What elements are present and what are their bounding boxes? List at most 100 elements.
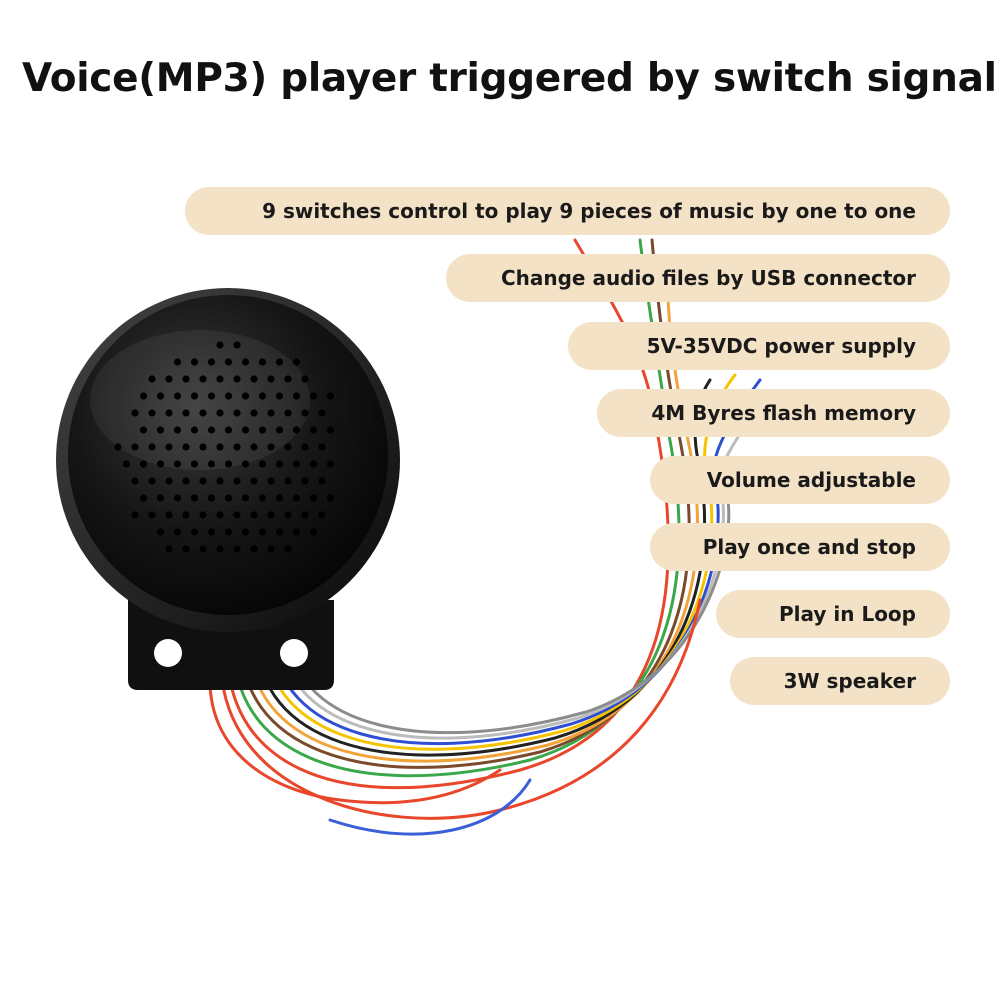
grille-hole bbox=[292, 528, 301, 536]
grille-hole bbox=[199, 477, 207, 485]
grille-hole bbox=[224, 494, 233, 502]
grille-hole bbox=[207, 460, 216, 468]
grille-hole bbox=[309, 460, 318, 468]
grille-hole bbox=[139, 426, 148, 434]
grille-hole bbox=[292, 358, 301, 366]
grille-hole bbox=[207, 358, 216, 366]
grille-hole bbox=[284, 443, 292, 451]
grille-hole bbox=[156, 460, 165, 468]
grille-hole bbox=[207, 494, 216, 502]
grille-hole bbox=[199, 409, 207, 417]
grille-hole bbox=[301, 443, 309, 451]
grille-hole bbox=[148, 375, 156, 383]
grille-hole bbox=[216, 409, 224, 417]
grille-hole bbox=[275, 494, 284, 502]
grille-hole bbox=[292, 426, 301, 434]
grille-hole bbox=[165, 375, 173, 383]
grille-hole bbox=[258, 460, 267, 468]
grille-hole bbox=[267, 511, 275, 519]
grille-hole bbox=[301, 375, 309, 383]
grille-hole bbox=[190, 392, 199, 400]
grille-hole bbox=[241, 358, 250, 366]
grille-hole bbox=[275, 528, 284, 536]
grille-hole bbox=[156, 392, 165, 400]
grille-hole bbox=[275, 392, 284, 400]
grille-hole bbox=[148, 477, 156, 485]
grille-hole bbox=[165, 511, 173, 519]
feature-pill: Play in Loop bbox=[716, 590, 950, 638]
grille-hole bbox=[156, 528, 165, 536]
grille-hole bbox=[182, 409, 190, 417]
grille-hole bbox=[326, 426, 335, 434]
grille-hole bbox=[284, 545, 292, 553]
grille-hole bbox=[233, 477, 241, 485]
grille-hole bbox=[173, 426, 182, 434]
grille-hole bbox=[258, 528, 267, 536]
grille-hole bbox=[216, 443, 224, 451]
grille-hole bbox=[139, 460, 148, 468]
grille-hole bbox=[190, 358, 199, 366]
grille-hole bbox=[224, 358, 233, 366]
grille-hole bbox=[148, 511, 156, 519]
grille-hole bbox=[301, 477, 309, 485]
feature-pill: Change audio files by USB connector bbox=[446, 254, 950, 302]
grille-hole bbox=[241, 494, 250, 502]
grille-hole bbox=[182, 545, 190, 553]
grille-hole bbox=[241, 460, 250, 468]
grille-hole bbox=[182, 477, 190, 485]
grille-hole bbox=[156, 494, 165, 502]
grille-hole bbox=[318, 409, 326, 417]
grille-hole bbox=[233, 545, 241, 553]
feature-pill: Play once and stop bbox=[650, 523, 950, 571]
grille-hole bbox=[216, 477, 224, 485]
grille-hole bbox=[131, 443, 139, 451]
grille-hole bbox=[190, 426, 199, 434]
grille-hole bbox=[122, 460, 131, 468]
grille-hole bbox=[233, 511, 241, 519]
feature-pill: Volume adjustable bbox=[650, 456, 950, 504]
grille-hole bbox=[258, 426, 267, 434]
grille-hole bbox=[131, 477, 139, 485]
grille-hole bbox=[131, 409, 139, 417]
grille-hole bbox=[267, 409, 275, 417]
grille-hole bbox=[284, 477, 292, 485]
grille-hole bbox=[190, 528, 199, 536]
page-title: Voice(MP3) player triggered by switch si… bbox=[22, 56, 997, 101]
grille-hole bbox=[216, 545, 224, 553]
grille-hole bbox=[241, 528, 250, 536]
grille-hole bbox=[309, 494, 318, 502]
grille-hole bbox=[207, 528, 216, 536]
feature-pill: 5V-35VDC power supply bbox=[568, 322, 950, 370]
grille-hole bbox=[233, 443, 241, 451]
grille-hole bbox=[292, 494, 301, 502]
grille-hole bbox=[250, 409, 258, 417]
grille-hole bbox=[173, 358, 182, 366]
grille-hole bbox=[173, 392, 182, 400]
grille-hole bbox=[267, 443, 275, 451]
grille-hole bbox=[250, 477, 258, 485]
grille-hole bbox=[199, 443, 207, 451]
grille-hole bbox=[173, 528, 182, 536]
grille-hole bbox=[182, 511, 190, 519]
grille-hole bbox=[173, 460, 182, 468]
grille-hole bbox=[207, 426, 216, 434]
grille-hole bbox=[216, 375, 224, 383]
grille-hole bbox=[250, 375, 258, 383]
grille-hole bbox=[173, 494, 182, 502]
grille-hole bbox=[301, 511, 309, 519]
grille-hole bbox=[326, 460, 335, 468]
grille-hole bbox=[216, 511, 224, 519]
grille-hole bbox=[284, 511, 292, 519]
grille-hole bbox=[224, 392, 233, 400]
feature-pill: 9 switches control to play 9 pieces of m… bbox=[185, 187, 950, 235]
grille-hole bbox=[156, 426, 165, 434]
grille-hole bbox=[233, 375, 241, 383]
grille-hole bbox=[267, 477, 275, 485]
grille-hole bbox=[190, 494, 199, 502]
grille-hole bbox=[292, 460, 301, 468]
grille-hole bbox=[199, 511, 207, 519]
feature-pill: 4M Byres flash memory bbox=[597, 389, 950, 437]
grille-hole bbox=[275, 358, 284, 366]
grille-hole bbox=[284, 375, 292, 383]
